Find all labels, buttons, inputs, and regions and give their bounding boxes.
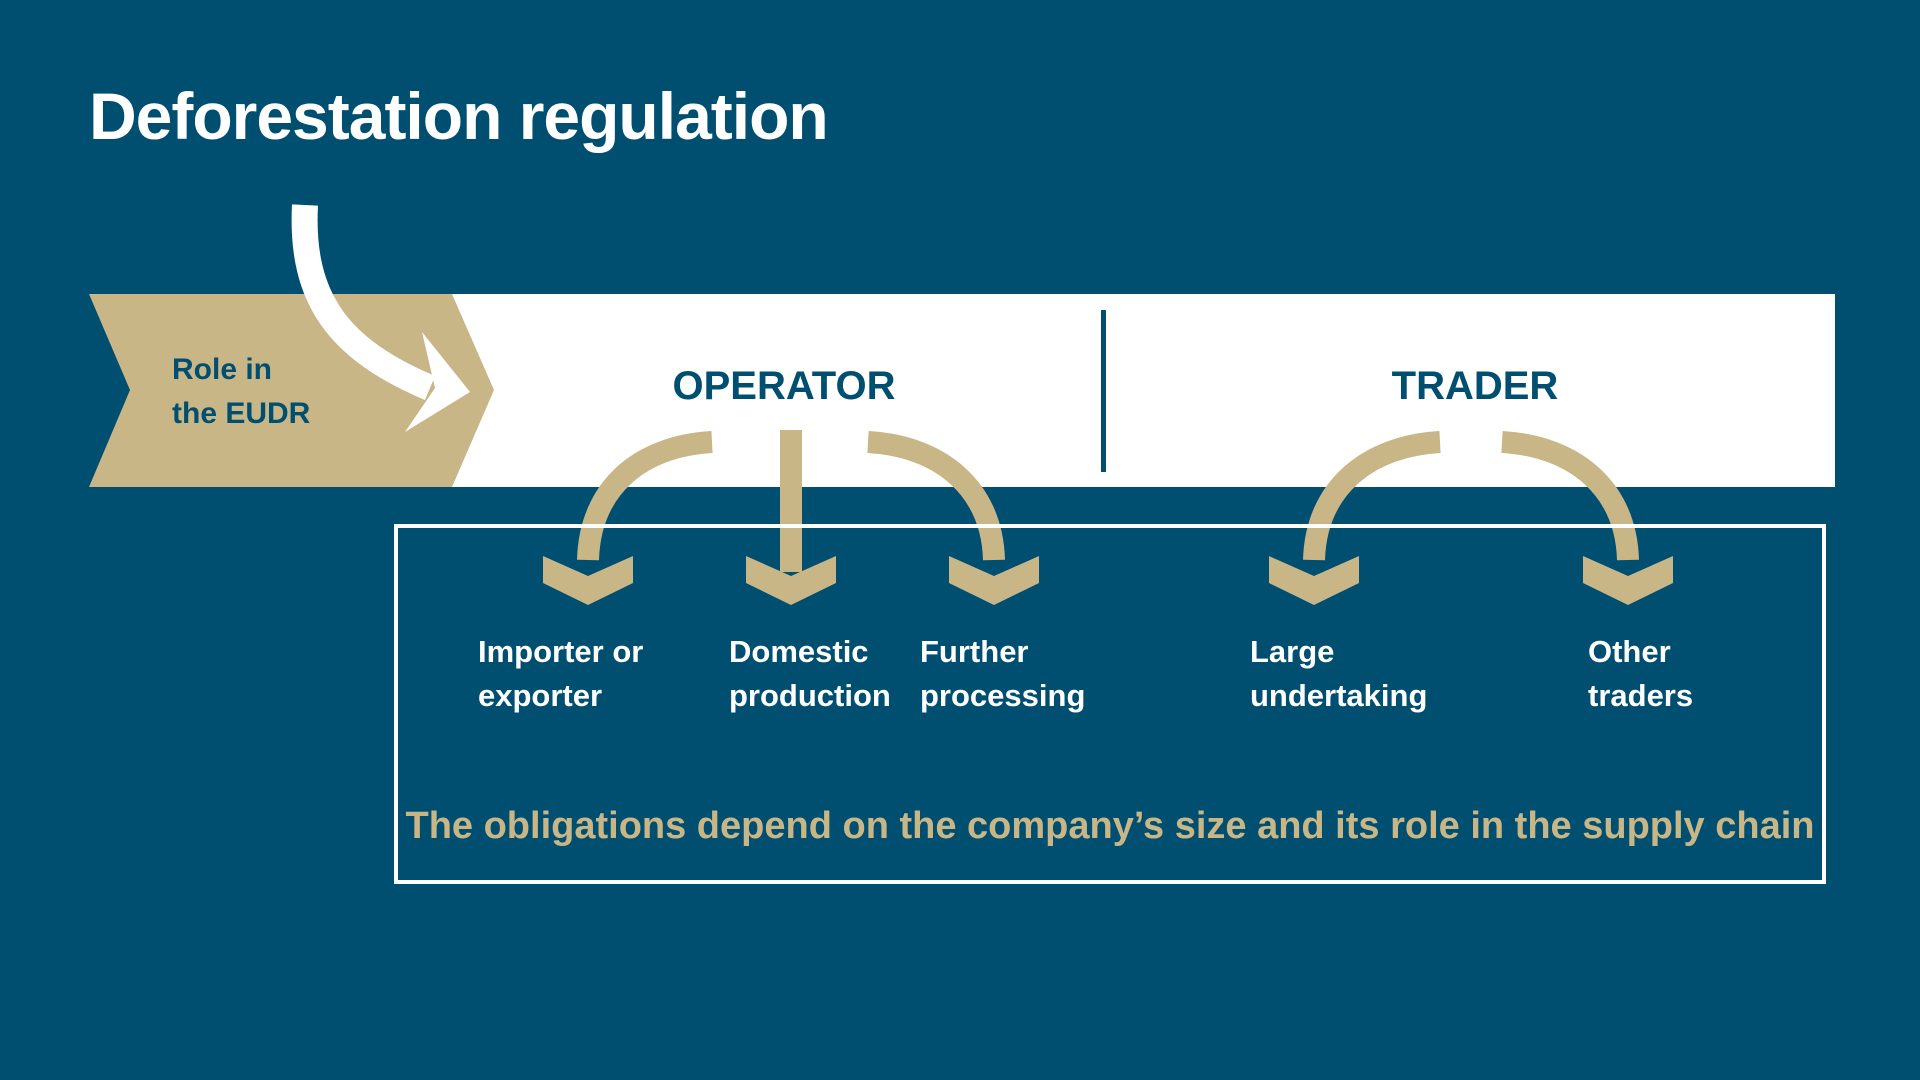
role-label-line1: Role in bbox=[172, 353, 273, 386]
role-label: Role in the EUDR bbox=[172, 348, 332, 436]
sub-domestic-line1: Domestic bbox=[729, 634, 869, 669]
sub-importer-line2: exporter bbox=[478, 678, 603, 713]
obligations-note: The obligations depend on the company’s … bbox=[405, 805, 1815, 847]
sub-other-traders: Other traders bbox=[1588, 630, 1693, 718]
sub-domestic-production: Domestic production bbox=[729, 630, 891, 718]
operator-arrows bbox=[543, 430, 1039, 605]
sub-importer-line1: Importer or bbox=[478, 634, 644, 669]
category-divider bbox=[1101, 310, 1106, 472]
arrow-to-domestic bbox=[780, 430, 802, 572]
page-title: Deforestation regulation bbox=[89, 79, 829, 153]
sub-other-line1: Other bbox=[1588, 634, 1671, 669]
trader-arrows bbox=[1269, 431, 1673, 605]
arrowhead-domestic bbox=[746, 556, 836, 605]
sub-other-line2: traders bbox=[1588, 678, 1694, 713]
obligations-box bbox=[394, 524, 1826, 884]
arrowhead-processing bbox=[949, 556, 1039, 605]
sub-domestic-line2: production bbox=[729, 678, 891, 713]
sub-large-line1: Large bbox=[1250, 634, 1335, 669]
role-label-line2: the EUDR bbox=[172, 397, 311, 430]
sub-processing-line1: Further bbox=[920, 634, 1029, 669]
sub-further-processing: Further processing bbox=[920, 630, 1085, 718]
trader-heading: TRADER bbox=[1391, 364, 1559, 408]
entry-arrowhead bbox=[405, 332, 470, 432]
arrow-to-other bbox=[1501, 431, 1639, 561]
sub-processing-line2: processing bbox=[920, 678, 1086, 713]
arrow-to-large bbox=[1303, 431, 1441, 561]
arrowhead-large bbox=[1269, 556, 1359, 605]
sub-large-line2: undertaking bbox=[1250, 678, 1428, 713]
sub-importer-exporter: Importer or exporter bbox=[478, 630, 643, 718]
arrowhead-other bbox=[1583, 556, 1673, 605]
arrowhead-importer bbox=[543, 556, 633, 605]
entry-arrow bbox=[291, 204, 436, 400]
sub-large-undertaking: Large undertaking bbox=[1250, 630, 1427, 718]
role-chevron bbox=[89, 294, 494, 487]
arrow-to-importer bbox=[577, 431, 713, 561]
arrow-to-processing bbox=[867, 431, 1005, 561]
operator-heading: OPERATOR bbox=[672, 364, 896, 408]
